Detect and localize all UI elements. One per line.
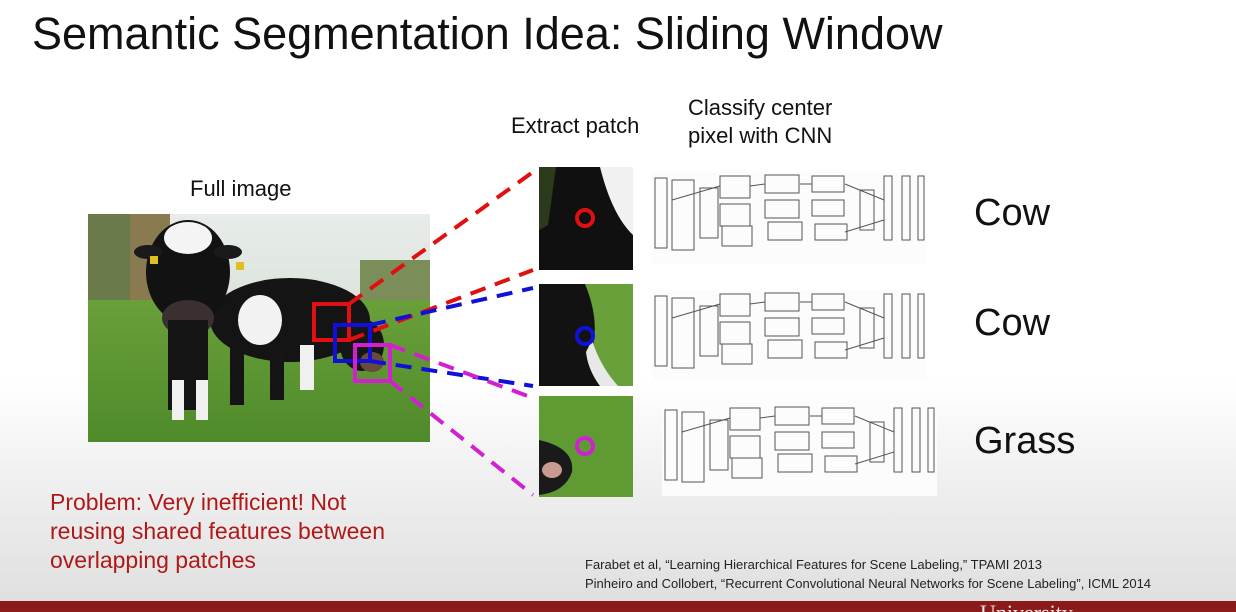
- blue-line-bottom: [369, 359, 534, 388]
- full-image-label: Full image: [190, 176, 292, 201]
- magenta-window: [353, 343, 392, 383]
- problem-statement: Problem: Very inefficient! Not reusing s…: [50, 488, 385, 575]
- footer-bar: [0, 601, 1236, 612]
- cnn-diagram-2: [652, 290, 927, 382]
- cnn-diagram-1: [652, 172, 927, 264]
- red-line-bottom: [348, 268, 534, 342]
- reference-2: Pinheiro and Collobert, “Recurrent Convo…: [585, 576, 1152, 591]
- red-line-top: [347, 170, 535, 306]
- full-image: [88, 214, 430, 442]
- patch-1: [539, 167, 633, 270]
- classify-label: Classify center pixel with CNN: [688, 94, 832, 150]
- slide-title: Semantic Segmentation Idea: Sliding Wind…: [32, 8, 943, 59]
- patch-1-center: [575, 208, 595, 228]
- reference-1: Farabet et al, “Learning Hierarchical Fe…: [585, 557, 1042, 572]
- projection-lines: [347, 170, 535, 497]
- classify-label-line1: Classify center: [688, 95, 833, 120]
- patch-3: [539, 396, 633, 497]
- problem-line-2: reusing shared features between: [50, 518, 385, 544]
- problem-line-3: overlapping patches: [50, 547, 256, 573]
- red-window: [312, 302, 351, 342]
- class-label-3: Grass: [974, 420, 1076, 462]
- classify-label-line2: pixel with CNN: [688, 123, 833, 148]
- class-label-2: Cow: [974, 302, 1051, 344]
- magenta-line-bottom: [388, 379, 535, 497]
- patch-2: [539, 284, 633, 386]
- class-label-1: Cow: [974, 192, 1051, 234]
- extract-patch-label: Extract patch: [511, 113, 640, 138]
- blue-line-top: [369, 286, 534, 327]
- problem-line-1: Problem: Very inefficient! Not: [50, 489, 347, 515]
- patch-2-center: [575, 326, 595, 346]
- patch-3-center: [575, 436, 595, 456]
- university-brand: University: [980, 600, 1073, 612]
- cnn-diagram-3: [662, 404, 937, 496]
